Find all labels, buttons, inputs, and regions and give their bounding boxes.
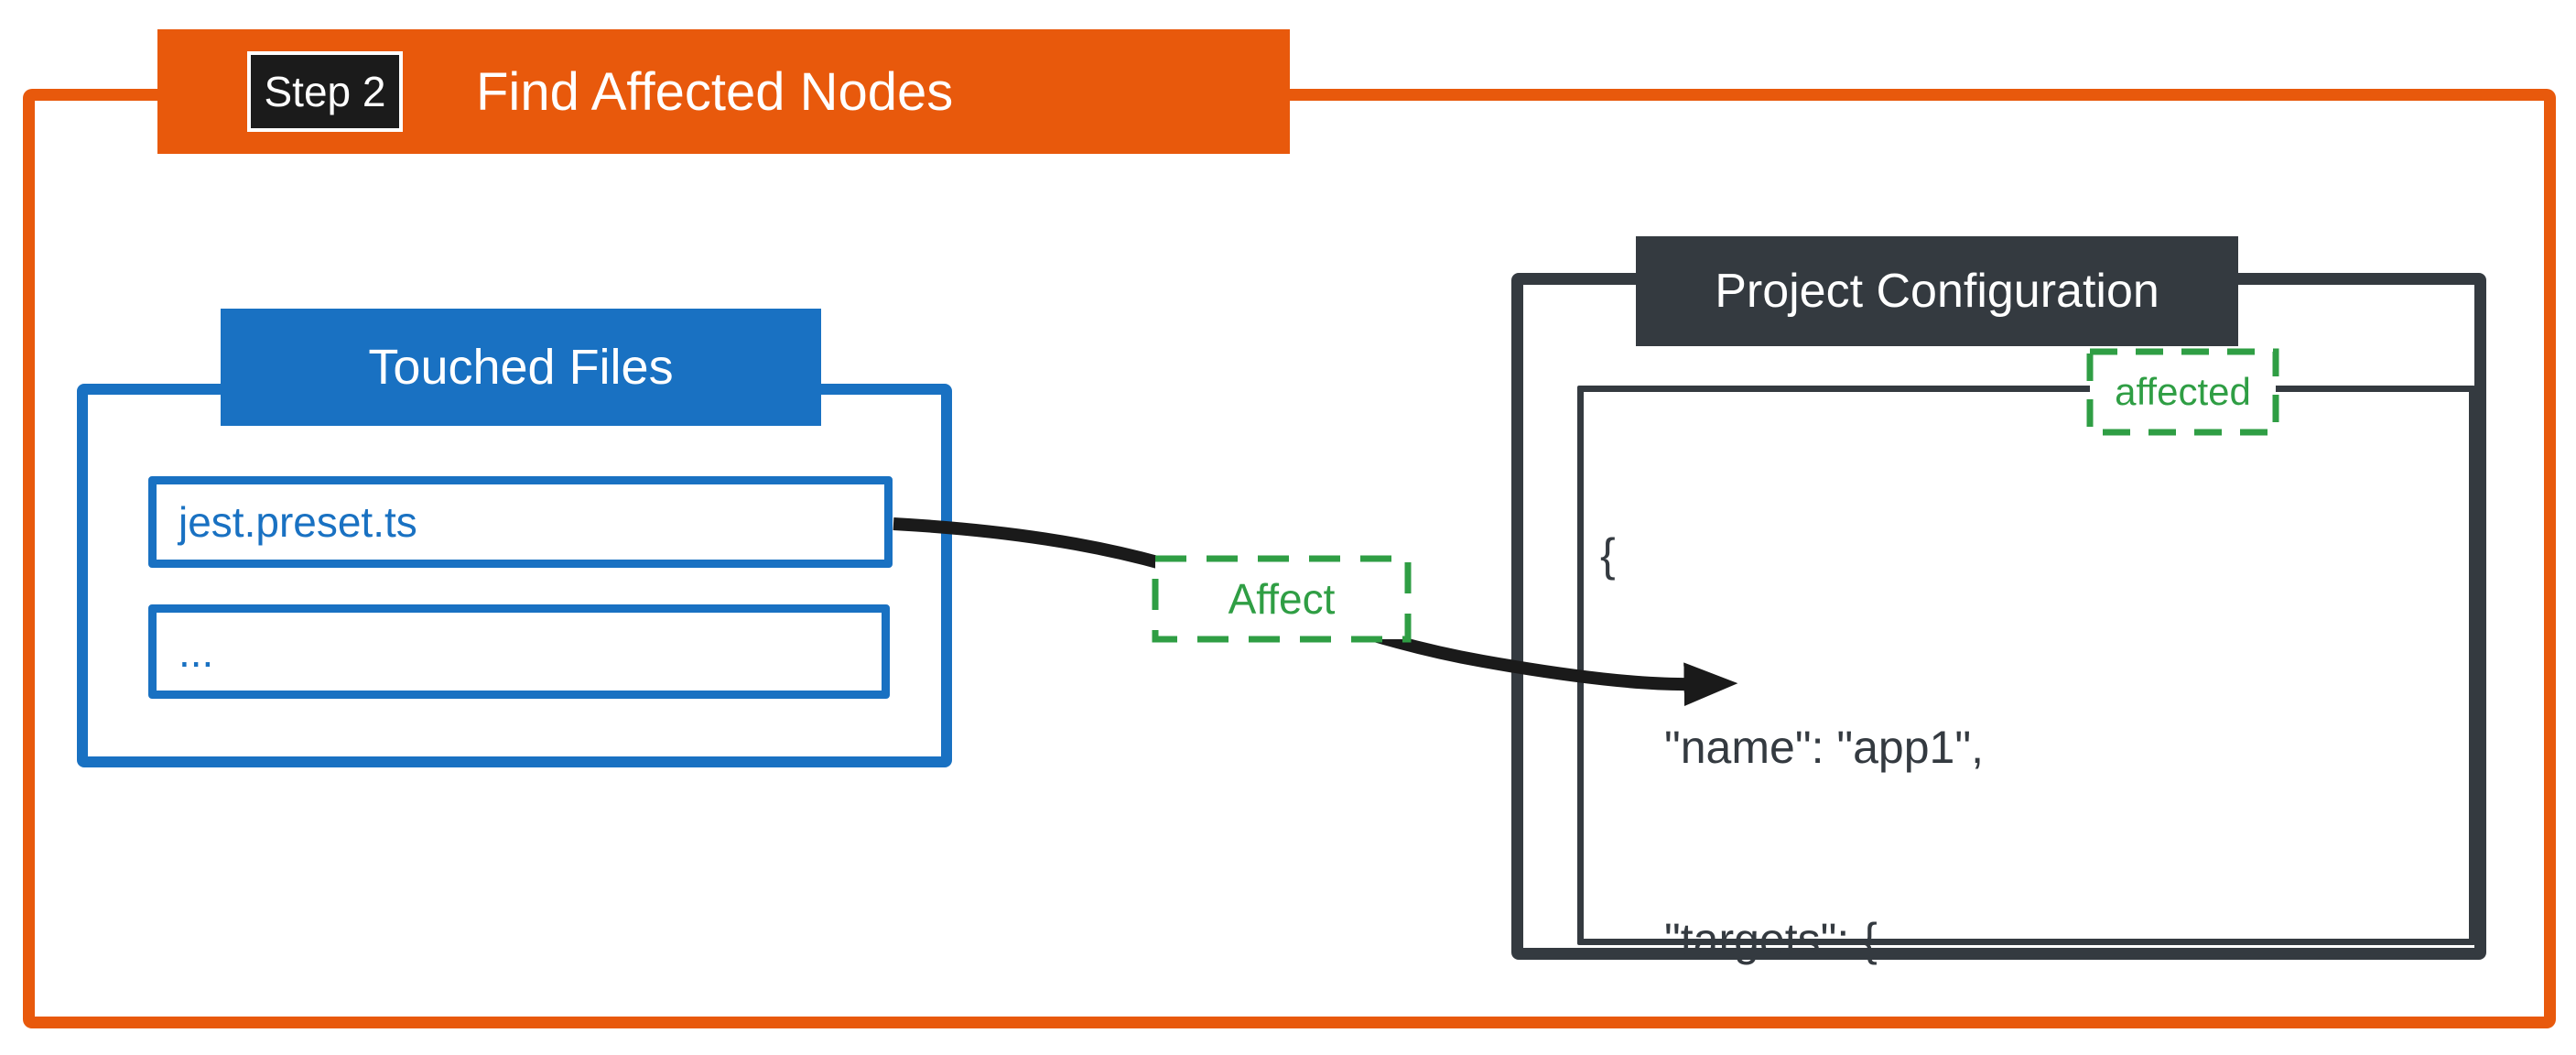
touched-file-item: jest.preset.ts [148, 476, 893, 568]
project-config-code: { "name": "app1", "targets": { "test"" {… [1600, 395, 2470, 1055]
touched-files-box [77, 384, 952, 767]
affected-label: affected [2115, 370, 2251, 413]
page-title: Find Affected Nodes [476, 61, 954, 122]
code-line: "name": "app1", [1664, 722, 1984, 773]
project-config-title: Project Configuration [1636, 236, 2238, 346]
step-header: Step 2 Find Affected Nodes [157, 29, 1290, 154]
touched-file-name: ... [179, 627, 214, 676]
step-badge-label: Step 2 [264, 68, 386, 115]
touched-file-name: jest.preset.ts [179, 498, 417, 546]
affect-label: Affect [1228, 575, 1336, 623]
touched-file-item: ... [148, 604, 890, 699]
step-badge: Step 2 [247, 51, 403, 132]
code-line: "targets": { [1664, 914, 1878, 965]
touched-files-title: Touched Files [221, 309, 821, 426]
code-line: { [1600, 529, 1616, 581]
